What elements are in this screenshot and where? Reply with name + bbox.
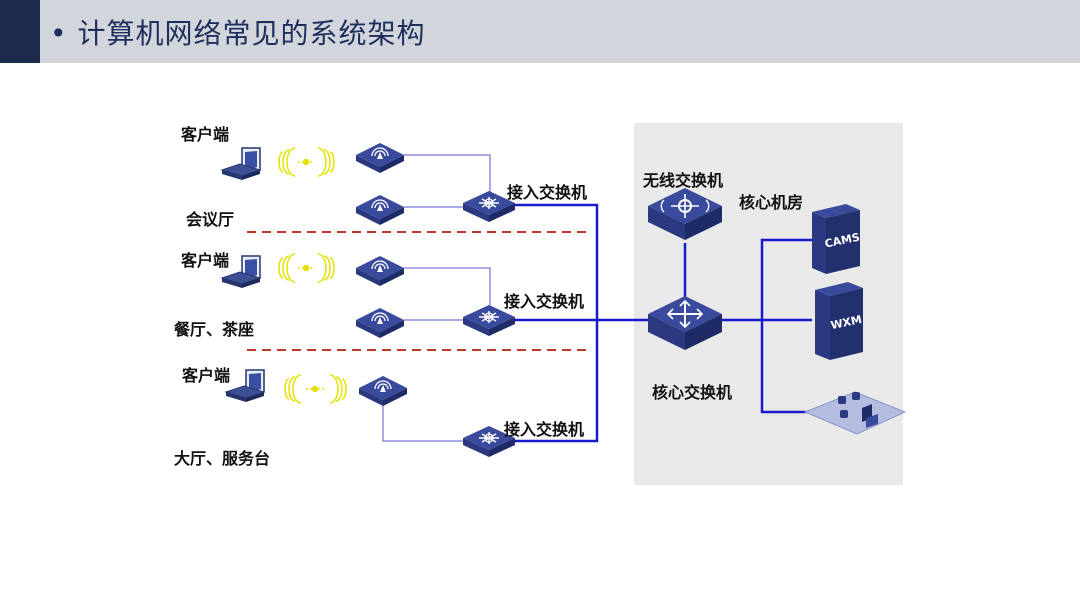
core-switch-icon [648, 296, 722, 350]
wireless-switch-label: 无线交换机 [643, 171, 724, 190]
wifi-signal-icon [278, 147, 335, 177]
header-accent-block [0, 0, 40, 63]
trunk-line [514, 203, 599, 443]
title-text: 计算机网络常见的系统架构 [77, 17, 426, 50]
access-point-icon [355, 194, 405, 226]
access-point-icon [355, 255, 405, 287]
access-switch-label: 接入交换机 [507, 183, 588, 202]
title-bullet: • [50, 17, 68, 50]
ap-link-line [404, 267, 491, 306]
ap-link-line [404, 154, 491, 193]
server-icon: WXM [815, 282, 863, 360]
server-label-wxm: WXM [829, 313, 863, 332]
access-point-icon [358, 375, 408, 407]
ap-link-line [382, 397, 463, 442]
access-switch-label: 接入交换机 [504, 420, 585, 439]
access-point-icon [355, 142, 405, 174]
wifi-signal-icon [278, 253, 335, 283]
wireless-switch-icon [648, 188, 722, 240]
core-switch-label: 核心交换机 [652, 383, 733, 402]
laptop-icon [225, 369, 265, 403]
laptop-icon [221, 147, 261, 181]
header-bar: • 计算机网络常见的系统架构 [0, 0, 1080, 63]
area-label-restaurant: 餐厅、茶座 [174, 320, 255, 339]
page-title: • 计算机网络常见的系统架构 [50, 12, 426, 52]
core-room-label: 核心机房 [739, 193, 804, 212]
area-label-lobby: 大厅、服务台 [174, 449, 271, 468]
access-point-icon [355, 307, 405, 339]
client-label: 客户端 [181, 125, 230, 144]
area-label-meeting-hall: 会议厅 [186, 210, 235, 229]
storage-icon [803, 391, 907, 435]
client-label: 客户端 [181, 251, 230, 270]
server-bus-line [760, 238, 812, 414]
server-icon: CAMS [812, 204, 861, 274]
access-switch-label: 接入交换机 [504, 292, 585, 311]
client-label: 客户端 [182, 366, 231, 385]
wifi-signal-icon [284, 374, 347, 404]
